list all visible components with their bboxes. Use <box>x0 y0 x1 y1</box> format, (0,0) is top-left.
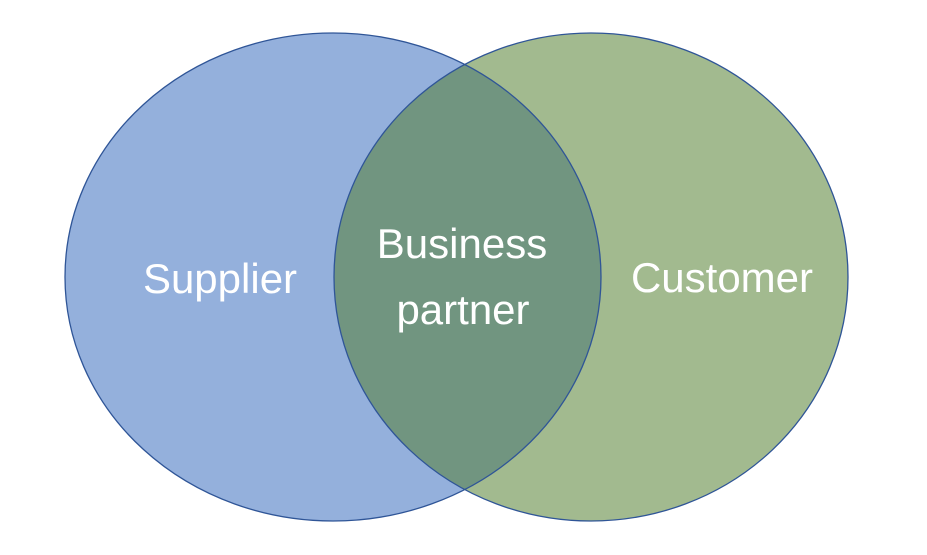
customer-label: Customer <box>631 254 813 301</box>
supplier-label: Supplier <box>143 255 297 302</box>
intersection-label-line1: Business <box>377 220 547 267</box>
customer-circle-outline <box>333 32 849 522</box>
intersection-label-line2: partner <box>396 286 529 333</box>
supplier-circle-outline <box>64 32 602 522</box>
intersection-region <box>334 33 601 521</box>
